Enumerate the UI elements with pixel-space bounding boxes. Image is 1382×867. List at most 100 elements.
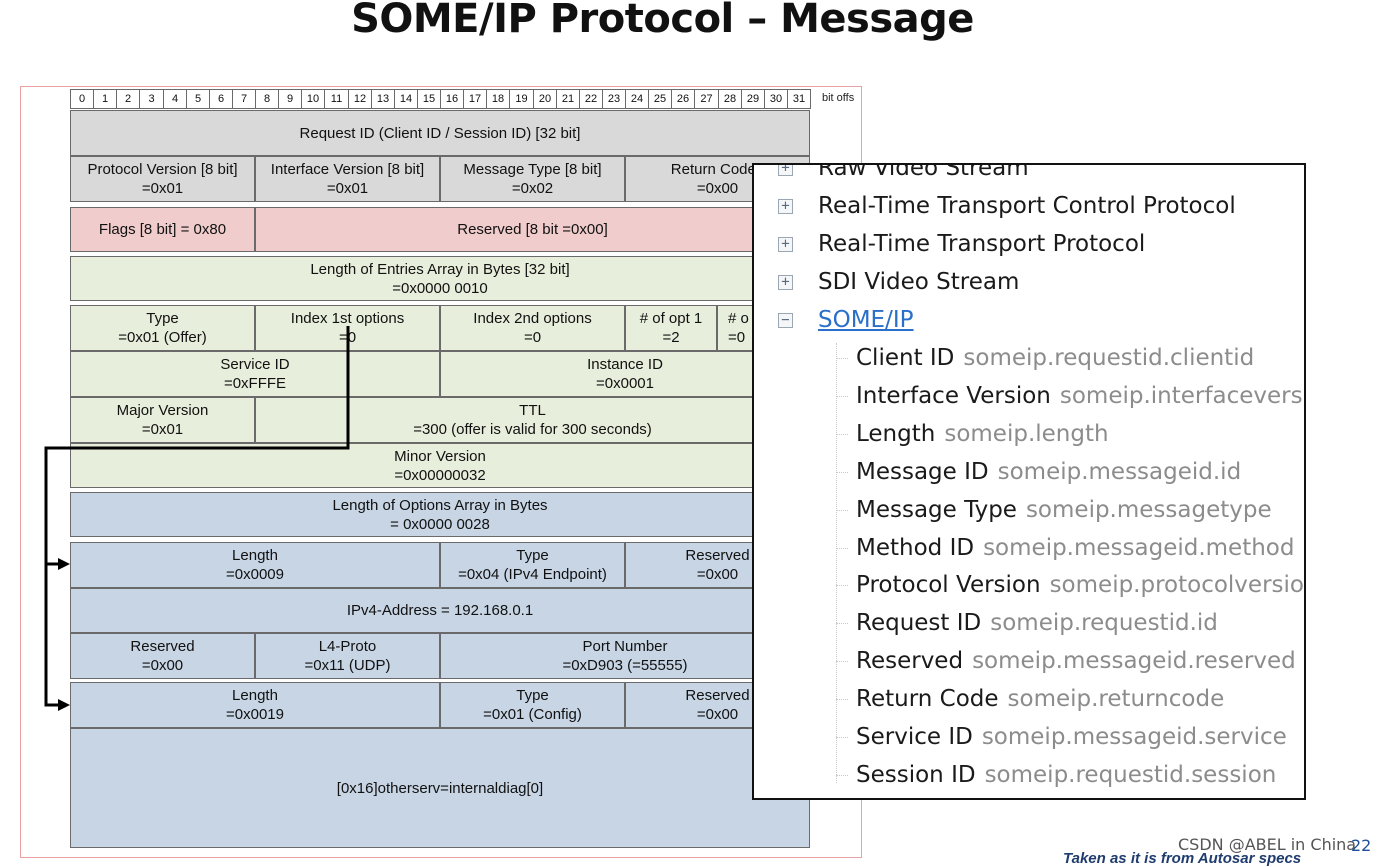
request-id-label: Request ID (Client ID / Session ID) [32 … [299, 124, 581, 142]
someip-field-row[interactable]: Message Type someip.messagetype [856, 495, 1272, 525]
field-filter-name: someip.requestid.id [990, 610, 1218, 637]
tree-item-raw-video-stream[interactable]: + Raw Video Stream [778, 165, 1029, 183]
bit-offset-21: 21 [556, 89, 580, 109]
message-type-label: Message Type [8 bit] [463, 161, 602, 178]
field-name: Client ID [856, 345, 955, 371]
slide-number: 22 [1351, 836, 1372, 855]
major-version-value: =0x01 [141, 421, 184, 438]
entries-length-label: Length of Entries Array in Bytes [32 bit… [310, 260, 570, 278]
field-filter-name: someip.protocolversion [1049, 572, 1306, 599]
expand-icon[interactable]: + [778, 275, 793, 290]
someip-field-row[interactable]: Request ID someip.requestid.id [856, 608, 1218, 638]
index-2nd-options-label: Index 2nd options [473, 310, 592, 327]
field-name: Method ID [856, 534, 975, 561]
bit-offset-30: 30 [764, 89, 788, 109]
sd-reserved-field: Reserved [8 bit =0x00] [255, 207, 810, 252]
bit-offset-22: 22 [579, 89, 603, 109]
index-1st-options-label: Index 1st options [290, 310, 405, 327]
expand-icon[interactable]: + [778, 199, 793, 214]
option-reserved-value: =0x00 [141, 657, 184, 674]
bit-offset-4: 4 [163, 89, 187, 109]
ipv4-address-field: IPv4-Address = 192.168.0.1 [70, 588, 810, 633]
tree-item-sdi-video-stream[interactable]: + SDI Video Stream [778, 267, 1019, 297]
request-id-field: Request ID (Client ID / Session ID) [32 … [70, 110, 810, 156]
tree-guide-branch [836, 358, 848, 359]
entry-type-value: =0x01 (Offer) [118, 329, 207, 346]
tree-item-rtp[interactable]: + Real-Time Transport Protocol [778, 229, 1145, 259]
bit-offset-8: 8 [255, 89, 279, 109]
expand-icon[interactable]: + [778, 237, 793, 252]
minor-version-field: Minor Version =0x00000032 [70, 443, 810, 488]
num-opt1-value: =2 [662, 329, 680, 346]
tree-item-someip[interactable]: − SOME/IP [778, 305, 913, 335]
l4-proto-value: =0x11 (UDP) [304, 657, 391, 674]
field-filter-name: someip.messageid.method [983, 534, 1295, 561]
field-filter-name: someip.requestid.clientid [963, 345, 1255, 371]
entry-type-label: Type [146, 310, 179, 327]
someip-field-row[interactable]: Method ID someip.messageid.method [856, 533, 1294, 563]
someip-link[interactable]: SOME/IP [818, 307, 914, 333]
option1-type-label: Type [516, 547, 549, 564]
option2-type-value: =0x01 (Config) [483, 706, 582, 723]
field-name: Message Type [856, 496, 1017, 523]
option1-reserved-value: =0x00 [696, 566, 739, 583]
option2-length-value: =0x0019 [226, 706, 284, 723]
field-name: Return Code [856, 686, 999, 713]
option-reserved-field: Reserved =0x00 [70, 633, 255, 679]
bit-offset-17: 17 [463, 89, 487, 109]
interface-version-field: Interface Version [8 bit] =0x01 [255, 156, 440, 202]
bit-offset-12: 12 [348, 89, 372, 109]
bit-offset-28: 28 [718, 89, 742, 109]
index-2nd-options-field: Index 2nd options =0 [440, 305, 625, 351]
tree-guide-branch [836, 774, 848, 776]
option1-length-value: =0x0009 [226, 566, 284, 583]
someip-field-row[interactable]: Client ID someip.requestid.clientid [856, 343, 1254, 373]
bit-offset-10: 10 [301, 89, 325, 109]
tree-guide-branch [836, 661, 848, 663]
num-opt2-label: # o [728, 310, 749, 327]
bit-offset-2: 2 [116, 89, 140, 109]
source-note: Taken as it is from Autosar specs [1063, 850, 1302, 867]
ttl-field: TTL =300 (offer is valid for 300 seconds… [255, 397, 810, 443]
slide-title: SOME/IP Protocol – Message [351, 0, 974, 42]
return-code-label: Return Code [ [670, 161, 765, 178]
footer-credit: CSDN @ABEL in China [1178, 835, 1357, 854]
bit-offset-5: 5 [186, 89, 210, 109]
field-filter-name: someip.messagetype [1025, 496, 1272, 523]
field-name: Reserved [856, 648, 964, 675]
field-name: Session ID [856, 761, 976, 788]
option1-length-field: Length =0x0009 [70, 542, 440, 588]
bit-offset-24: 24 [625, 89, 649, 109]
sd-reserved-label: Reserved [8 bit =0x00] [457, 221, 608, 238]
expand-icon[interactable]: + [778, 165, 793, 176]
tree-guide-branch [836, 623, 848, 625]
tree-item-rtcp[interactable]: + Real-Time Transport Control Protocol [778, 191, 1236, 221]
option-reserved-label: Reserved [130, 638, 195, 655]
field-name: Request ID [856, 610, 982, 637]
bit-offset-18: 18 [486, 89, 510, 109]
options-length-value: = 0x0000 0028 [390, 515, 490, 533]
tree-guide-branch [836, 509, 848, 511]
field-filter-name: someip.length [944, 420, 1109, 447]
entry-type-field: Type =0x01 (Offer) [70, 305, 255, 351]
entries-length-field: Length of Entries Array in Bytes [32 bit… [70, 256, 810, 301]
message-type-field: Message Type [8 bit] =0x02 [440, 156, 625, 202]
option2-type-label: Type [516, 687, 549, 704]
instance-id-field: Instance ID =0x0001 [440, 351, 810, 397]
major-version-label: Major Version [116, 402, 209, 419]
message-type-value: =0x02 [511, 180, 554, 197]
port-number-field: Port Number =0xD903 (=55555) [440, 633, 810, 679]
option1-type-field: Type =0x04 (IPv4 Endpoint) [440, 542, 625, 588]
port-number-value: =0xD903 (=55555) [562, 657, 688, 674]
index-1st-options-value: =0 [338, 329, 357, 346]
collapse-icon[interactable]: − [778, 313, 793, 328]
option1-type-value: =0x04 (IPv4 Endpoint) [458, 566, 607, 583]
